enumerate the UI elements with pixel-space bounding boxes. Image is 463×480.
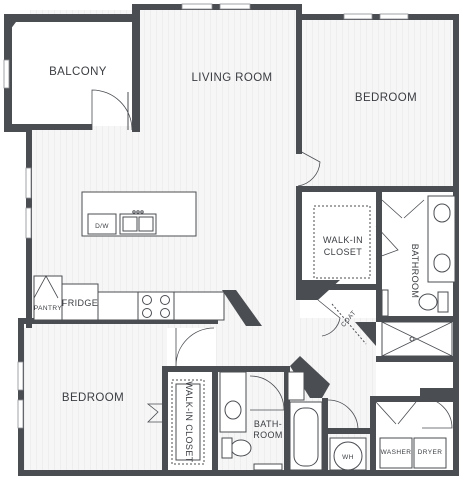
bedroom-main-label: BEDROOM	[355, 92, 417, 104]
bathroom-main-label: BATHROOM	[410, 244, 420, 299]
balcony-door	[91, 89, 133, 131]
dishwasher	[87, 213, 117, 235]
washer	[379, 437, 413, 469]
floor-areas	[10, 10, 455, 475]
dryer-label: DRYER	[418, 449, 443, 456]
bedroom-second-label: BEDROOM	[62, 392, 124, 404]
walk-in-closet-main-label-1: WALK-IN	[323, 235, 363, 245]
bedroom-second-floor	[22, 328, 167, 475]
pantry	[33, 275, 63, 321]
walk-in-closet-main-door	[375, 225, 399, 259]
walk-in-closet-main-label-2: CLOSET	[324, 247, 363, 257]
bathroom-second-toilet	[230, 439, 252, 457]
washer-label: WASHER	[381, 449, 412, 456]
balcony-label: BALCONY	[49, 66, 107, 78]
dryer	[413, 437, 447, 469]
bathroom-main-door	[381, 199, 425, 219]
bathroom-second-door	[249, 375, 285, 411]
bathroom-second-sink	[224, 400, 242, 420]
bathroom-main-sink-1	[433, 203, 451, 223]
bathroom-main-sink-2	[433, 253, 451, 273]
walk-in-closet-second-rail	[171, 379, 205, 465]
fridge-label: FRIDGE	[62, 298, 98, 308]
balcony-floor	[10, 22, 134, 126]
bathroom-main-toilet	[418, 293, 438, 311]
walk-in-closet-main-floor	[306, 198, 376, 284]
room-labels: BALCONY LIVING ROOM BEDROOM WALK-IN CLOS…	[34, 66, 442, 463]
bedroom-main-door	[297, 149, 321, 187]
water-heater	[333, 441, 363, 471]
coat-door	[317, 299, 341, 337]
bathroom-second-label-2: ROOM	[253, 430, 283, 440]
coat-closet-rail	[331, 303, 367, 345]
pantry-label: PANTRY	[34, 305, 62, 312]
bedroom-second-door	[175, 327, 215, 367]
entry-door	[421, 397, 453, 429]
dishwasher-label: D/W	[95, 223, 109, 230]
walk-in-closet-second-label: WALK-IN CLOSET	[184, 381, 194, 462]
living-room-label: LIVING ROOM	[191, 72, 272, 84]
bedroom-main-floor	[300, 20, 455, 192]
fridge	[61, 283, 99, 321]
water-heater-label: WH	[342, 454, 354, 461]
fixtures	[33, 191, 456, 471]
walk-in-closet-main-rail	[313, 205, 371, 279]
laundry-door	[375, 401, 417, 425]
bathroom-second-label-1: BATH-	[254, 419, 282, 429]
walk-in-closet-second-door	[146, 403, 168, 423]
towel-shelf	[287, 371, 305, 401]
doors	[91, 89, 453, 431]
windows	[3, 3, 409, 429]
hall-closet-door	[327, 399, 359, 431]
